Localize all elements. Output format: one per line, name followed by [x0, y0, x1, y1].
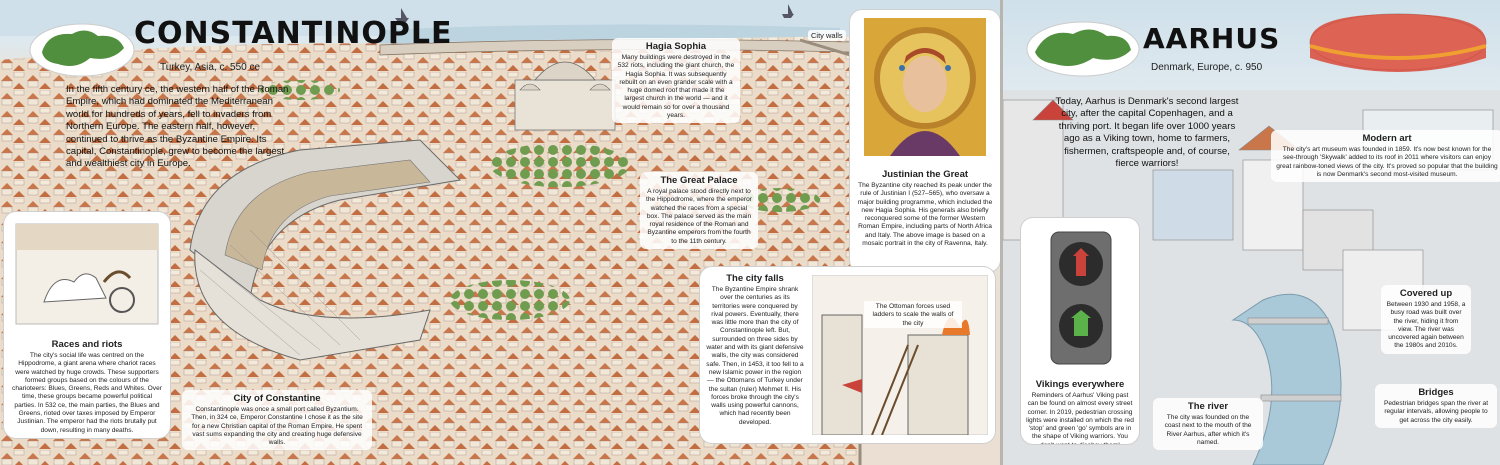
city-falls-body: The Byzantine Empire shrank over the cen…	[706, 286, 804, 426]
siege-illustration-caption: The Ottoman forces used ladders to scale…	[864, 301, 962, 328]
covered-up-caption: Covered up Between 1930 and 1958, a busy…	[1381, 285, 1471, 354]
green-viking-icon	[1071, 310, 1091, 336]
subtitle-aarhus: Denmark, Europe, c. 950	[1151, 62, 1263, 73]
intro-text-constantinople: In the fifth century ce, the western hal…	[66, 84, 289, 170]
bridges-body: Pedestrian bridges span the river at reg…	[1383, 400, 1489, 424]
city-of-constantine-caption: City of Constantine Constantinople was o…	[182, 390, 372, 451]
red-viking-icon	[1073, 248, 1089, 276]
modern-art-heading: Modern art	[1362, 133, 1412, 144]
bridges-caption: Bridges Pedestrian bridges span the rive…	[1375, 384, 1497, 428]
great-palace-heading: The Great Palace	[660, 175, 738, 186]
page-title-constantinople: CONSTANTINOPLE	[134, 16, 453, 51]
races-and-riots-card: Races and riots The city's social life w…	[4, 212, 170, 438]
covered-up-heading: Covered up	[1399, 288, 1453, 299]
river-body: The city was founded on the coast next t…	[1164, 414, 1252, 446]
hippodrome	[189, 139, 462, 361]
viking-crossing-light-illustration	[1050, 231, 1112, 365]
page-spine	[1000, 0, 1003, 465]
races-body: The city's social life was centred on th…	[12, 352, 162, 434]
rainbow-skywalk	[1309, 13, 1487, 72]
hagia-sophia-body: Many buildings were destroyed in the 532…	[617, 54, 735, 120]
vikings-heading: Vikings everywhere	[1035, 379, 1125, 390]
justinian-body: The Byzantine city reached its peak unde…	[857, 182, 993, 248]
globe-icon	[29, 23, 135, 77]
hagia-sophia-caption: Hagia Sophia Many buildings were destroy…	[612, 38, 740, 124]
river-heading: The river	[1187, 401, 1229, 412]
river-caption: The river The city was founded on the co…	[1153, 398, 1263, 451]
chariot-race-illustration	[15, 223, 159, 325]
vikings-body: Reminders of Aarhus' Viking past can be …	[1026, 392, 1134, 444]
justinian-heading: Justinian the Great	[881, 169, 969, 180]
city-falls-card: The city falls The Byzantine Empire shra…	[700, 267, 995, 443]
siege-illustration	[812, 275, 988, 435]
city-falls-heading: The city falls	[726, 273, 784, 284]
justinian-card: Justinian the Great The Byzantine city r…	[850, 10, 1000, 272]
modern-art-body: The city's art museum was founded in 185…	[1276, 146, 1498, 178]
constantinople-page: CONSTANTINOPLE Turkey, Asia, c. 550 ce I…	[0, 0, 1000, 465]
boats-icon	[395, 4, 794, 22]
subtitle-constantinople: Turkey, Asia, c. 550 ce	[160, 62, 261, 73]
aarhus-page: AARHUS Denmark, Europe, c. 950 Today, Aa…	[1003, 0, 1500, 465]
hagia-sophia-building	[514, 61, 616, 131]
intro-text-aarhus: Today, Aarhus is Denmark's second larges…	[1055, 96, 1239, 170]
globe-icon	[1026, 21, 1140, 77]
great-palace-caption: The Great Palace A royal palace stood di…	[640, 172, 758, 250]
city-of-constantine-body: Constantinople was once a small port cal…	[191, 406, 363, 447]
hagia-sophia-heading: Hagia Sophia	[645, 41, 707, 52]
races-heading: Races and riots	[51, 339, 123, 350]
page-title-aarhus: AARHUS	[1143, 22, 1281, 55]
city-walls-label: City walls	[808, 30, 846, 41]
city-of-constantine-heading: City of Constantine	[233, 393, 321, 404]
great-palace-body: A royal palace stood directly next to th…	[646, 188, 752, 245]
covered-up-body: Between 1930 and 1958, a busy road was b…	[1386, 301, 1466, 350]
bridges-heading: Bridges	[1418, 387, 1454, 398]
justinian-mosaic-portrait	[864, 18, 986, 156]
modern-art-caption: Modern art The city's art museum was fou…	[1271, 130, 1500, 183]
vikings-card: Vikings everywhere Reminders of Aarhus' …	[1021, 218, 1139, 444]
